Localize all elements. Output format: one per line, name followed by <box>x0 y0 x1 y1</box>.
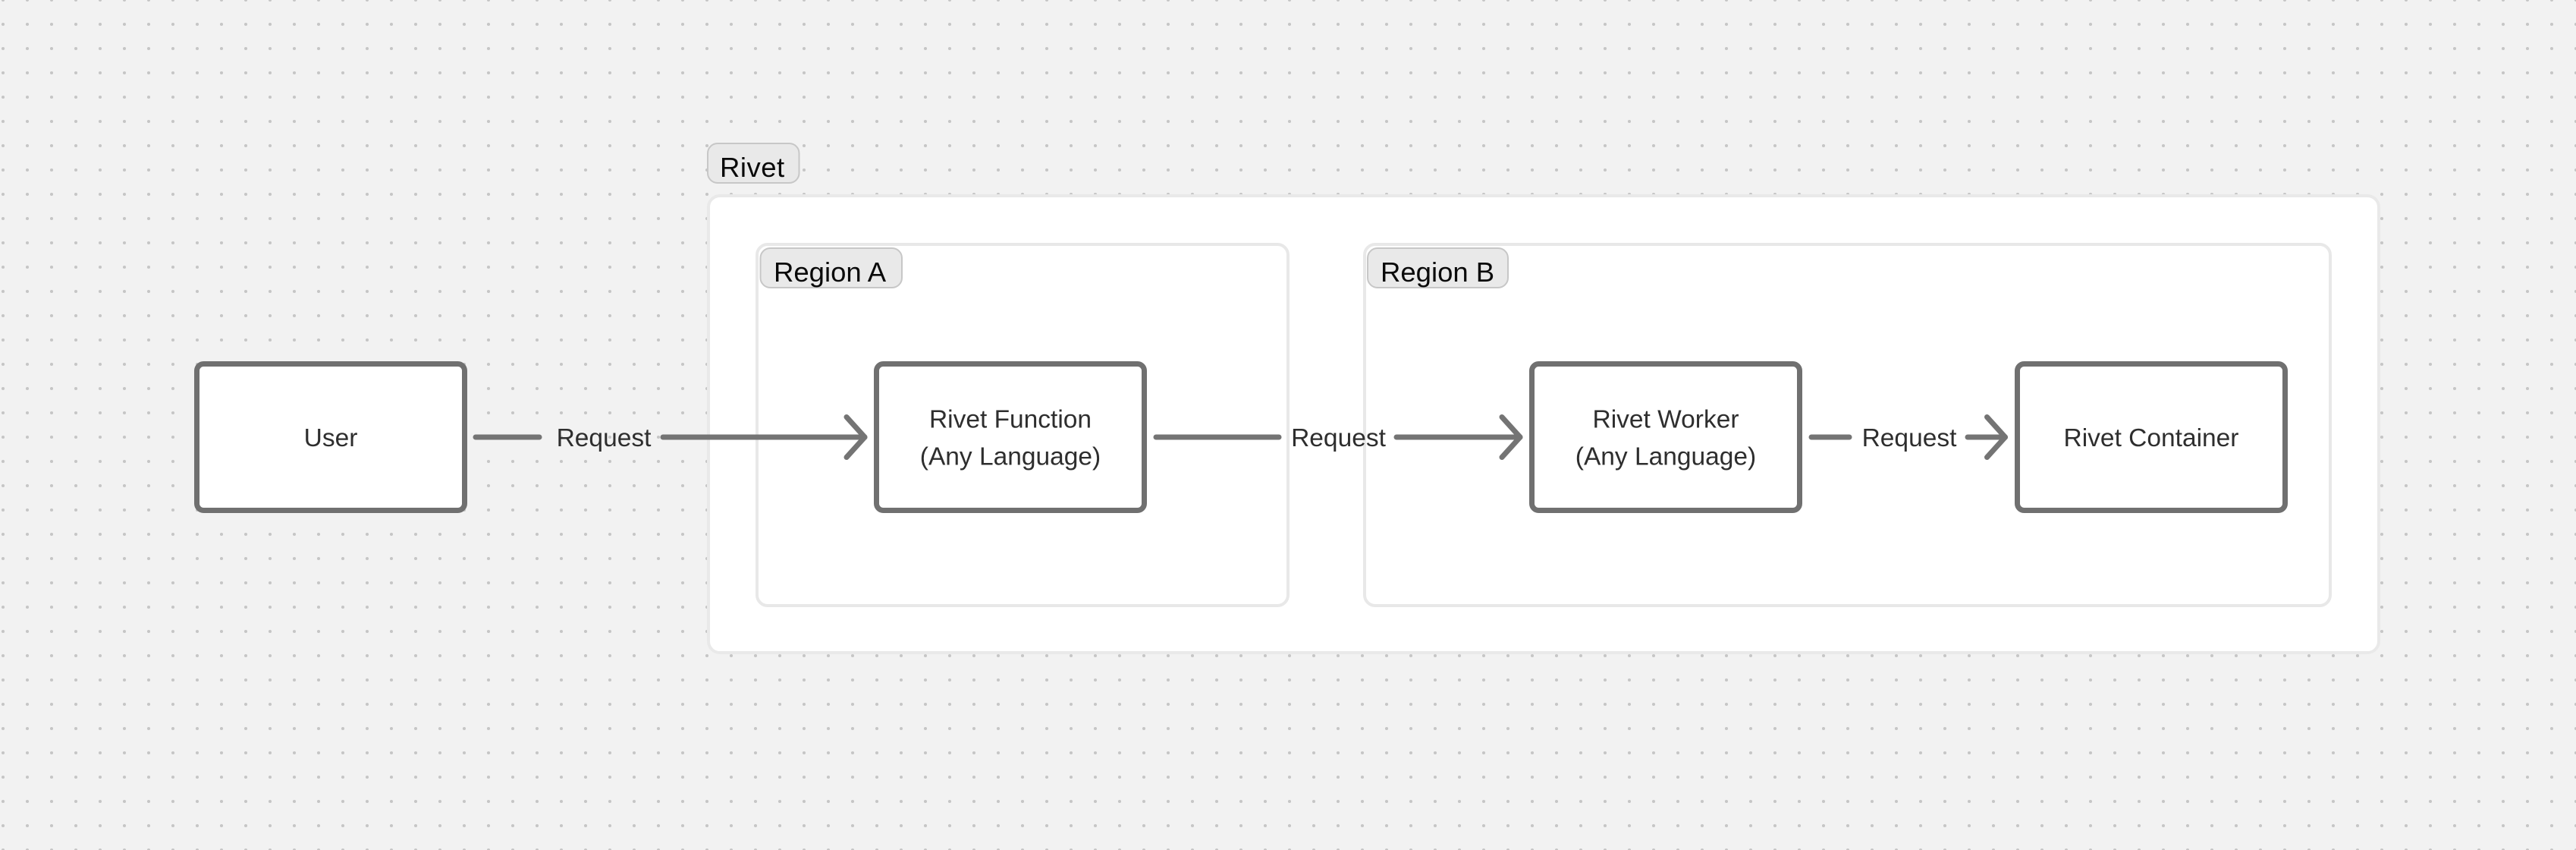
svg-text:Request: Request <box>1862 424 1957 452</box>
svg-text:User: User <box>304 424 358 452</box>
svg-text:(Any Language): (Any Language) <box>920 443 1101 471</box>
svg-text:Rivet Worker: Rivet Worker <box>1593 406 1739 434</box>
svg-text:Region B: Region B <box>1381 257 1494 288</box>
svg-text:Rivet Function: Rivet Function <box>929 406 1092 434</box>
svg-text:Request: Request <box>1291 424 1386 452</box>
svg-text:Region A: Region A <box>774 257 887 288</box>
svg-text:(Any Language): (Any Language) <box>1575 443 1756 471</box>
svg-text:Request: Request <box>557 424 652 452</box>
svg-text:Rivet: Rivet <box>720 152 785 183</box>
svg-text:Rivet Container: Rivet Container <box>2064 424 2239 452</box>
